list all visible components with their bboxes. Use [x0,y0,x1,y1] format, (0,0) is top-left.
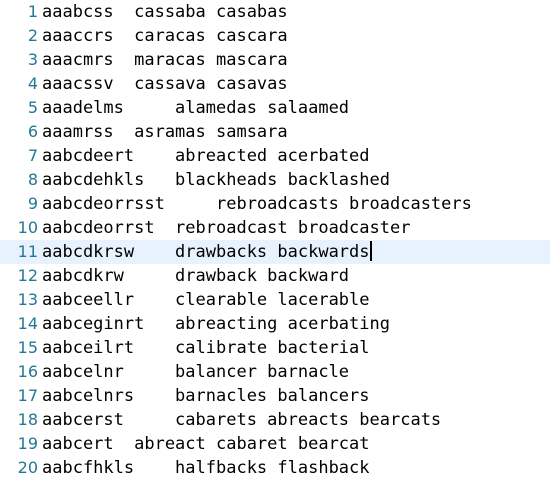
line-number: 2 [27,26,38,45]
editor-line[interactable]: 19 aabcert abreact cabaret bearcat [0,432,550,456]
line-text[interactable]: aaacssv cassava casavas [42,74,288,94]
line-text[interactable]: aabceginrt abreacting acerbating [42,314,390,334]
editor-line[interactable]: 9 aabcdeorrsst rebroadcasts broadcasters [0,192,550,216]
text-cursor [369,240,372,261]
line-number: 18 [17,410,38,429]
editor-line[interactable]: 14 aabceginrt abreacting acerbating [0,312,550,336]
line-text[interactable]: aaadelms alamedas salaamed [42,98,350,118]
editor-line[interactable]: 20 aabcfhkls halfbacks flashback [0,456,550,479]
line-text[interactable]: aaamrss asramas samsara [42,122,288,142]
line-number: 13 [17,290,38,309]
line-number: 19 [17,434,38,453]
line-text[interactable]: aabceilrt calibrate bacterial [42,338,370,358]
line-text[interactable]: aabceellr clearable lacerable [42,290,370,310]
editor-line-current[interactable]: 11 aabcdkrsw drawbacks backwards [0,240,550,264]
editor-line[interactable]: 3 aaacmrs maracas mascara [0,48,550,72]
line-number: 12 [17,266,38,285]
line-text[interactable]: aabcdeorrsst rebroadcasts broadcasters [42,194,472,214]
editor-line[interactable]: 12 aabcdkrw drawback backward [0,264,550,288]
line-number: 6 [27,122,38,141]
line-number: 7 [27,146,38,165]
line-text[interactable]: aabcerst cabarets abreacts bearcats [42,410,442,430]
line-number: 8 [27,170,38,189]
editor-line[interactable]: 7 aabcdeert abreacted acerbated [0,144,550,168]
line-number: 4 [27,74,38,93]
line-number: 5 [27,98,38,117]
editor-line[interactable]: 10 aabcdeorrst rebroadcast broadcaster [0,216,550,240]
editor-line[interactable]: 6 aaamrss asramas samsara [0,120,550,144]
line-number: 11 [17,242,38,261]
line-number: 15 [17,338,38,357]
editor-line[interactable]: 18 aabcerst cabarets abreacts bearcats [0,408,550,432]
editor-line[interactable]: 1 aaabcss cassaba casabas [0,0,550,24]
editor-line[interactable]: 4 aaacssv cassava casavas [0,72,550,96]
line-number: 9 [27,194,38,213]
editor-line[interactable]: 8 aabcdehkls blackheads backlashed [0,168,550,192]
line-text[interactable]: aaaccrs caracas cascara [42,26,288,46]
line-text[interactable]: aabcelnrs barnacles balancers [42,386,370,406]
line-text[interactable]: aabcert abreact cabaret bearcat [42,434,370,454]
editor-line[interactable]: 13 aabceellr clearable lacerable [0,288,550,312]
line-number: 20 [17,458,38,477]
line-text[interactable]: aabcdehkls blackheads backlashed [42,170,390,190]
editor-line[interactable]: 5 aaadelms alamedas salaamed [0,96,550,120]
line-text[interactable]: aabcdkrw drawback backward [42,266,350,286]
line-text[interactable]: aabcfhkls halfbacks flashback [42,458,370,478]
line-text[interactable]: aaacmrs maracas mascara [42,50,288,70]
editor-line[interactable]: 16 aabcelnr balancer barnacle [0,360,550,384]
line-number: 17 [17,386,38,405]
line-number: 1 [27,2,38,21]
line-text[interactable]: aabcelnr balancer barnacle [42,362,350,382]
line-text[interactable]: aabcdkrsw drawbacks backwards [42,240,372,264]
line-number: 14 [17,314,38,333]
line-number: 16 [17,362,38,381]
editor-line[interactable]: 15 aabceilrt calibrate bacterial [0,336,550,360]
editor-line[interactable]: 17 aabcelnrs barnacles balancers [0,384,550,408]
line-text-content[interactable]: aabcdkrsw drawbacks backwards [42,242,370,262]
line-text[interactable]: aabcdeorrst rebroadcast broadcaster [42,218,411,238]
line-number: 10 [17,218,38,237]
editor-line[interactable]: 2 aaaccrs caracas cascara [0,24,550,48]
line-text[interactable]: aabcdeert abreacted acerbated [42,146,370,166]
line-text[interactable]: aaabcss cassaba casabas [42,2,288,22]
line-number: 3 [27,50,38,69]
